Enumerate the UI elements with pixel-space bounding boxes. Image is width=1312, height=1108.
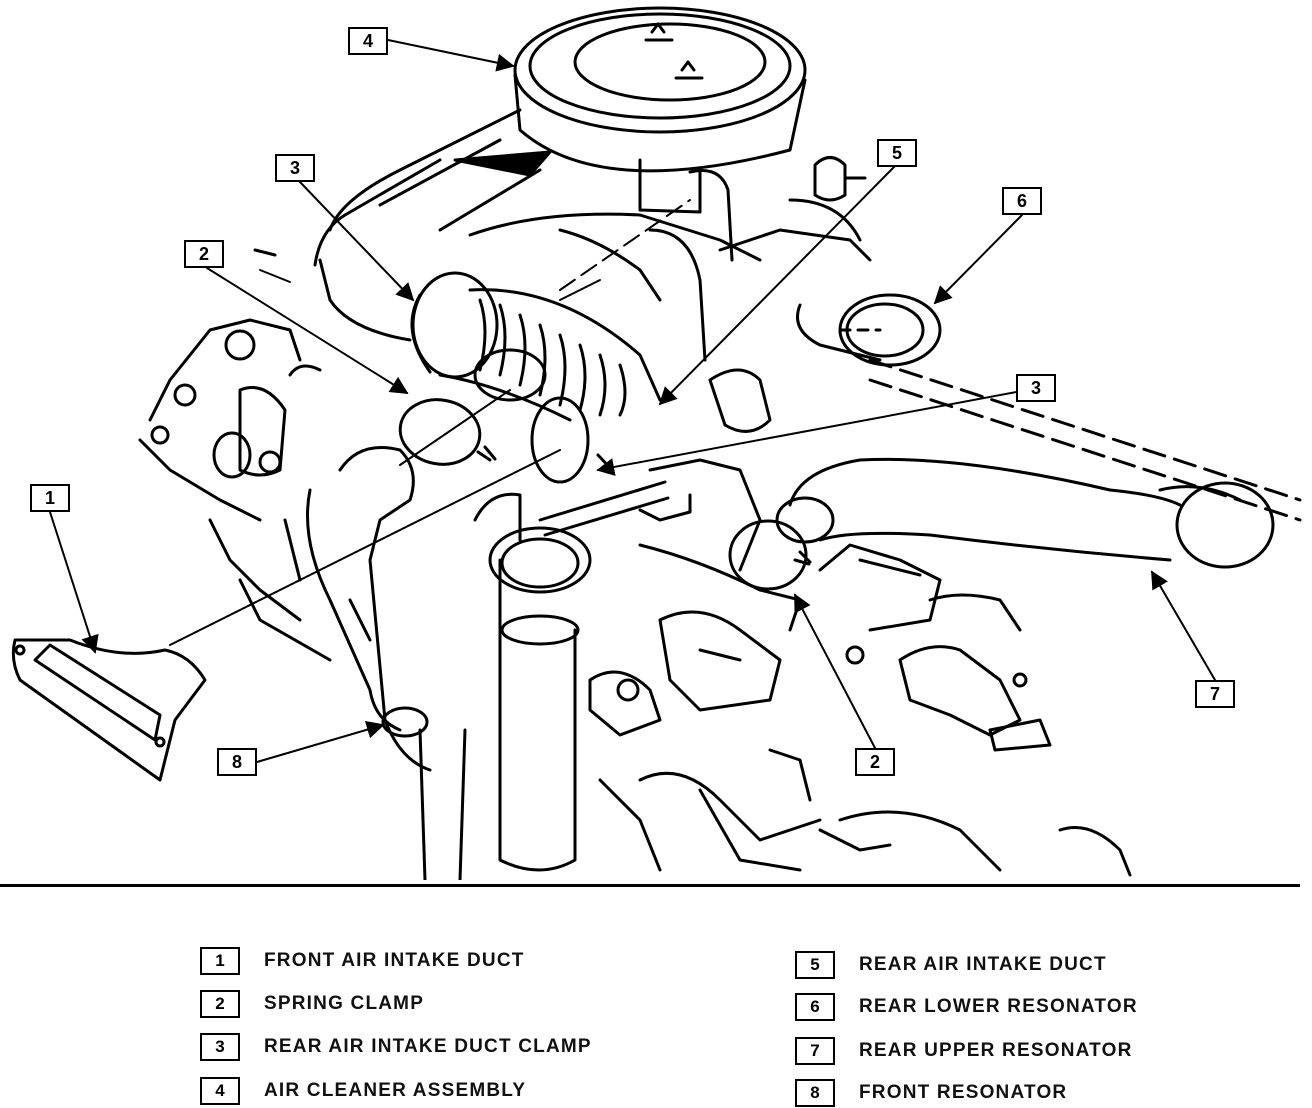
legend-item: 8 FRONT RESONATOR [795,1078,1067,1108]
legend-number: 8 [795,1079,835,1107]
legend-item: 2 SPRING CLAMP [200,989,424,1019]
legend-label: FRONT RESONATOR [859,1082,1068,1103]
callout-8: 8 [217,748,257,776]
legend-divider [0,884,1300,887]
rear-upper-resonator [775,358,1302,569]
engine-air-intake-diagram [11,6,1302,880]
legend-item: 7 REAR UPPER RESONATOR [795,1036,1133,1066]
legend-item: 1 FRONT AIR INTAKE DUCT [200,946,525,976]
legend-number: 7 [795,1037,835,1065]
legend-label: REAR LOWER RESONATOR [859,996,1138,1017]
engine-left-side [138,248,372,662]
legend-item: 3 REAR AIR INTAKE DUCT CLAMP [200,1032,592,1062]
legend-number: 2 [200,990,240,1018]
callout-3-upper: 3 [275,154,315,182]
callout-5: 5 [877,139,917,167]
callout-3-right: 3 [1016,374,1056,402]
spring-clamps [398,398,812,591]
legend-label: AIR CLEANER ASSEMBLY [264,1080,527,1101]
rear-air-intake-duct [411,271,662,484]
legend-number: 3 [200,1033,240,1061]
callout-7: 7 [1195,680,1235,708]
duct-clamps [410,293,614,472]
air-cleaner-assembly [513,6,807,262]
legend-number: 6 [795,993,835,1021]
legend-label: FRONT AIR INTAKE DUCT [264,950,525,971]
callout-4: 4 [348,27,388,55]
legend-label: REAR UPPER RESONATOR [859,1040,1133,1061]
engine-intake-plenum [313,108,872,362]
legend-number: 1 [200,947,240,975]
front-resonator [306,446,592,880]
legend-item: 5 REAR AIR INTAKE DUCT [795,950,1107,980]
legend-label: REAR AIR INTAKE DUCT CLAMP [264,1036,592,1057]
vacuum-hoses [538,480,692,537]
legend-item: 6 REAR LOWER RESONATOR [795,992,1138,1022]
rear-lower-resonator [796,293,942,367]
leader-lines [49,39,1216,763]
legend-number: 5 [795,951,835,979]
front-air-intake-duct [11,638,207,782]
legend-label: REAR AIR INTAKE DUCT [859,954,1107,975]
callout-6: 6 [1002,187,1042,215]
callout-2-lower: 2 [855,748,895,776]
engine-lower-components [588,368,1132,877]
callout-2-upper: 2 [184,240,224,268]
callout-1: 1 [30,484,70,512]
legend-item: 4 AIR CLEANER ASSEMBLY [200,1076,526,1106]
legend-number: 4 [200,1077,240,1105]
legend-label: SPRING CLAMP [264,993,425,1014]
